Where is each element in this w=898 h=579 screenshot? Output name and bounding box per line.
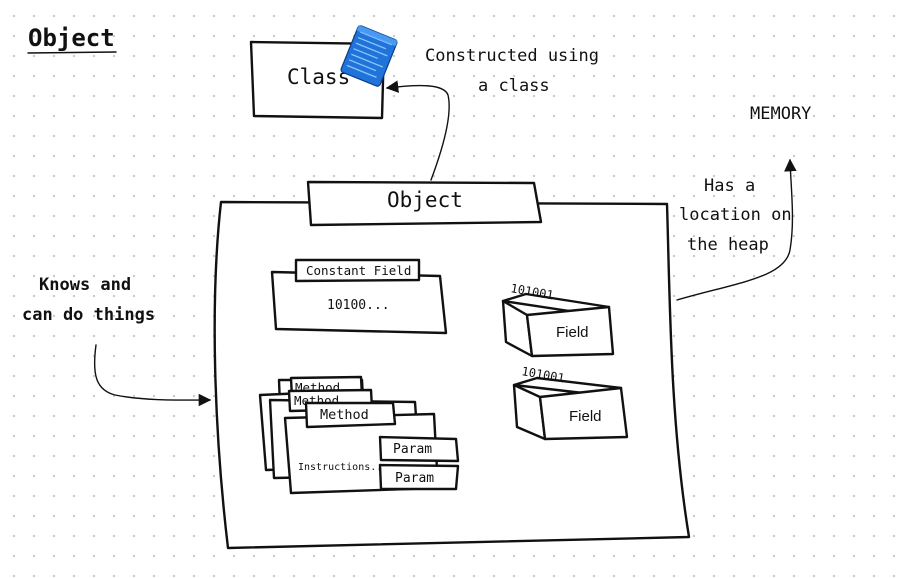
field-box-2: 101001 Field	[512, 364, 629, 441]
constructed-line-1: Constructed using	[425, 46, 599, 66]
constant-field: Constant Field 10100...	[270, 258, 448, 335]
constructed-note: Constructed using a class	[425, 46, 599, 96]
class-box: Class	[249, 24, 398, 120]
object-box: Object	[213, 180, 691, 550]
memory-label: MEMORY	[750, 104, 811, 124]
constant-field-value: 10100...	[327, 298, 390, 313]
field-label-1: Field	[556, 324, 589, 341]
knows-line-2: can do things	[22, 305, 155, 325]
method-stack: Method Method Method Instructions... Par…	[258, 375, 460, 495]
param-1-label: Param	[393, 442, 432, 457]
param-2: Param	[378, 463, 460, 491]
field-label-2: Field	[569, 408, 602, 425]
object-label: Object	[387, 188, 463, 212]
knows-line-1: Knows and	[39, 275, 131, 295]
method-label: Method	[320, 407, 369, 423]
constructed-line-2: a class	[478, 76, 550, 96]
arrow-icon	[385, 80, 450, 181]
page-title: Object	[28, 24, 115, 52]
constant-field-label: Constant Field	[306, 263, 411, 278]
knows-note: Knows and can do things	[22, 275, 155, 325]
title-underline	[27, 51, 117, 54]
knows-arrow	[93, 344, 212, 407]
heap-line-1: Has a	[704, 176, 755, 196]
heap-line-3: the heap	[687, 235, 769, 255]
class-label: Class	[287, 65, 350, 89]
class-card-icon	[340, 24, 398, 87]
heap-line-2: location on	[679, 205, 792, 225]
param-2-label: Param	[395, 471, 434, 486]
heap-note: Has a location on the heap	[679, 176, 792, 255]
field-box-1: 101001 Field	[501, 281, 615, 358]
param-1: Param	[378, 435, 460, 463]
instructions-label: Instructions...	[298, 462, 388, 473]
heap-arrow	[676, 158, 797, 301]
